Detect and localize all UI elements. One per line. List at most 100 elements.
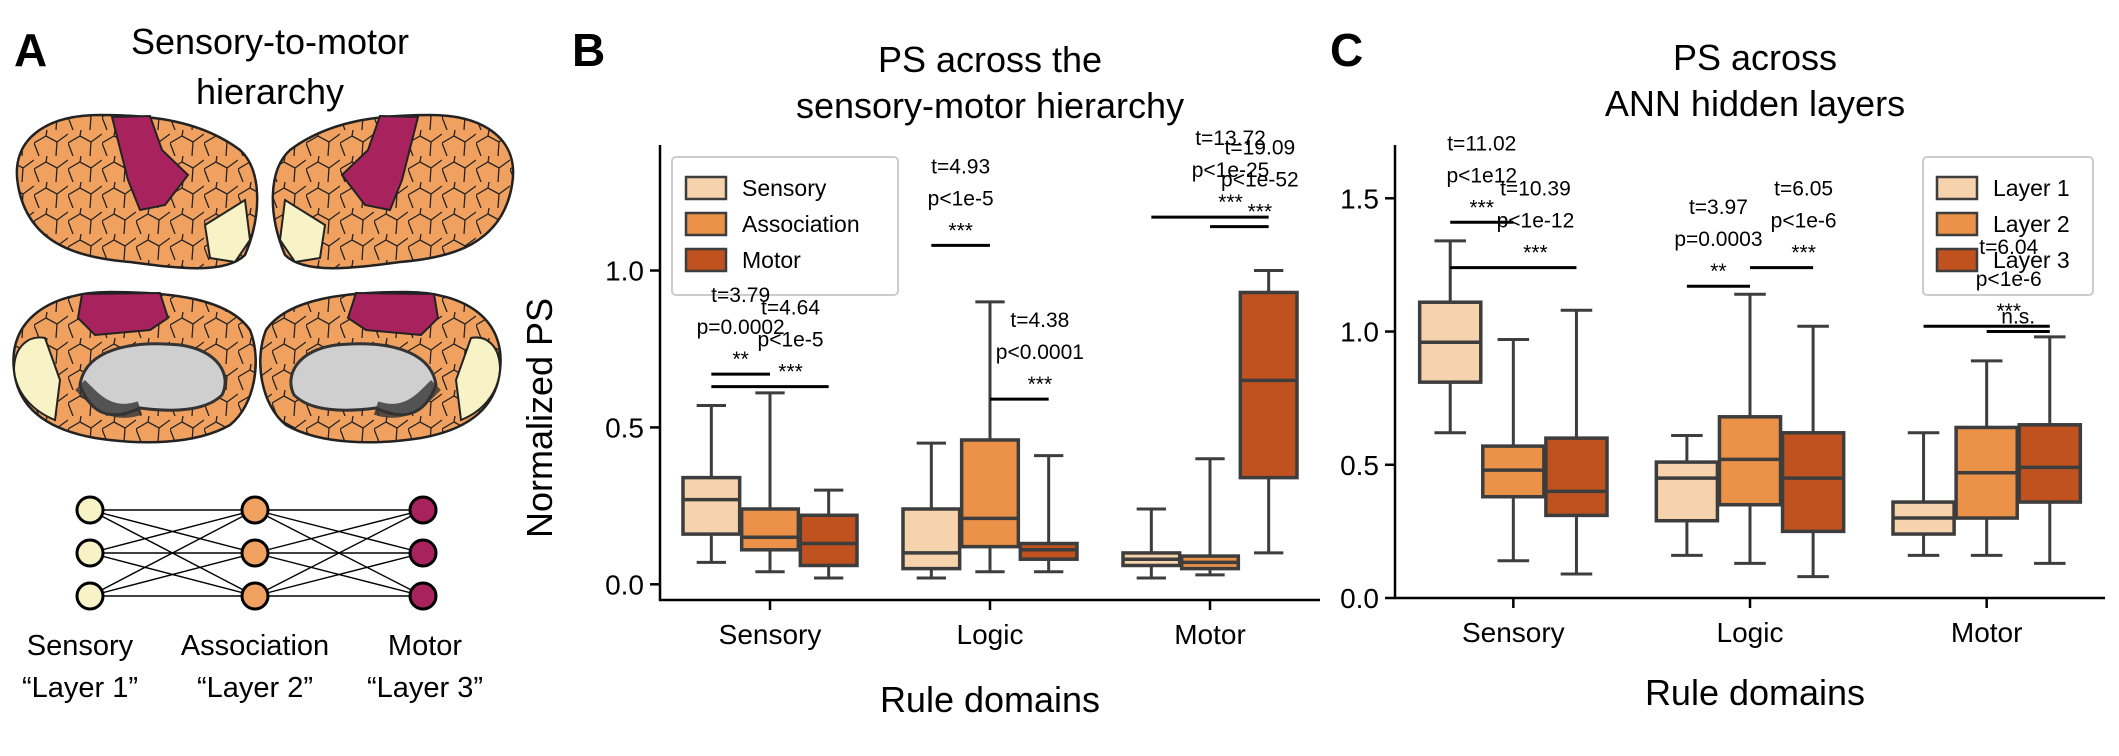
significance-stat: p<1e-12 xyxy=(1497,210,1575,233)
box-association xyxy=(959,300,1021,574)
box-association xyxy=(739,391,801,574)
significance-stat: t=4.38 xyxy=(1010,309,1069,332)
network-node xyxy=(408,538,438,568)
box-body xyxy=(2017,423,2083,504)
significance-stars: *** xyxy=(1996,300,2021,323)
significance-stat: p<1e-6 xyxy=(1771,210,1837,233)
box-body xyxy=(1544,436,1609,518)
legend-label: Motor xyxy=(742,247,801,273)
box-layer-2 xyxy=(1954,359,2019,557)
box-motor xyxy=(798,488,859,580)
box-layer-3 xyxy=(2017,335,2083,565)
legend-swatch xyxy=(1935,175,1979,201)
significance-stars: *** xyxy=(948,219,973,242)
box-body xyxy=(739,507,801,552)
significance-annotation: n.s. xyxy=(1986,306,2050,334)
network-edge xyxy=(89,509,256,554)
y-tick-label: 1.0 xyxy=(605,256,644,287)
network-edge xyxy=(254,509,424,554)
panel-c-letter: C xyxy=(1330,24,1363,76)
label-sensory: Sensory xyxy=(27,630,134,662)
box-layer-1 xyxy=(1654,433,1720,557)
box-layer-3 xyxy=(1780,324,1846,579)
label-association-sub: “Layer 2” xyxy=(197,672,313,704)
legend-swatch xyxy=(1935,211,1979,237)
panel-c-title-line1: PS across xyxy=(1673,37,1837,78)
legend-frame xyxy=(671,156,899,296)
box-layer-1 xyxy=(1891,431,1956,557)
motor-cortex-medial-right xyxy=(346,291,440,337)
network-node xyxy=(408,581,438,611)
label-sensory-sub: “Layer 1” xyxy=(22,672,138,704)
significance-annotation: t=6.05p<1e-6*** xyxy=(1750,178,1837,270)
box-layer-2 xyxy=(1481,338,1546,563)
panel-a-title-line1: Sensory-to-motor xyxy=(131,21,409,62)
network-nodes xyxy=(75,495,438,611)
brain-medial-left xyxy=(12,290,257,444)
network-node xyxy=(408,495,438,525)
box-layer-3 xyxy=(1544,308,1609,576)
panel-a: A Sensory-to-motor hierarchy xyxy=(12,21,515,704)
significance-annotation: t=3.97p=0.0003** xyxy=(1674,196,1763,288)
network-edges xyxy=(89,509,424,597)
legend-label: Layer 1 xyxy=(1993,175,2070,201)
significance-stars: ** xyxy=(732,348,748,371)
significance-stars: *** xyxy=(778,361,803,384)
panel-c-title-line2: ANN hidden layers xyxy=(1605,83,1905,124)
significance-stars: *** xyxy=(1028,373,1053,396)
significance-annotation: t=4.38 p<0.0001 *** xyxy=(990,309,1084,401)
network-node xyxy=(240,495,270,525)
y-tick-label: 0.0 xyxy=(1340,583,1379,614)
significance-annotation: t=4.64p<1e-5*** xyxy=(711,297,829,389)
motor-cortex-lateral-left xyxy=(110,114,190,212)
significance-annotation: t=19.09p<1e-52*** xyxy=(1210,137,1299,229)
legend-label: Sensory xyxy=(742,175,827,201)
significance-stat: t=4.93 xyxy=(931,155,990,178)
significance-stars: n.s. xyxy=(2001,306,2035,329)
legend-swatch xyxy=(684,247,728,273)
motor-cortex-lateral-right xyxy=(340,114,420,212)
panel-b-letter: B xyxy=(572,24,605,76)
brain-lateral-left xyxy=(15,113,259,270)
x-tick-label: Sensory xyxy=(1462,617,1565,648)
y-tick-label: 1.5 xyxy=(1340,183,1379,214)
box-body xyxy=(1238,290,1299,480)
brain-lateral-right xyxy=(271,113,515,270)
significance-annotation: t=10.39p<1e-12*** xyxy=(1450,178,1577,270)
panel-b-xlabel: Rule domains xyxy=(880,679,1100,720)
significance-stars: *** xyxy=(1470,196,1495,219)
panel-a-letter: A xyxy=(14,24,47,76)
y-tick-label: 0.5 xyxy=(605,412,644,443)
significance-stars: *** xyxy=(1791,242,1816,265)
network-node xyxy=(75,538,105,568)
label-association: Association xyxy=(181,630,329,662)
y-tick-label: 0.5 xyxy=(1340,450,1379,481)
box-body xyxy=(901,507,962,571)
motor-cortex-medial-left xyxy=(76,291,170,337)
visual-cortex-medial-left xyxy=(12,336,62,422)
significance-stat: p<1e-5 xyxy=(928,187,994,210)
panel-b-ylabel: Normalized PS xyxy=(519,298,560,538)
significance-stat: p=0.0002 xyxy=(697,316,785,339)
significance-stars: *** xyxy=(1218,191,1243,214)
panel-c-xlabel: Rule domains xyxy=(1645,672,1865,713)
panel-b-title-line2: sensory-motor hierarchy xyxy=(796,85,1184,126)
visual-cortex-lateral-right xyxy=(278,198,327,264)
legend-label: Layer 2 xyxy=(1993,211,2070,237)
box-layer-2 xyxy=(1717,292,1783,565)
label-motor-sub: “Layer 3” xyxy=(367,672,483,704)
box-body xyxy=(681,475,742,536)
x-tick-label: Motor xyxy=(1174,619,1246,650)
significance-stat: p=0.0003 xyxy=(1674,228,1762,251)
network-edge xyxy=(254,509,424,597)
box-motor xyxy=(1018,454,1079,574)
network-node xyxy=(240,581,270,611)
significance-stat: p<1e12 xyxy=(1446,164,1517,187)
significance-stat: p<0.0001 xyxy=(996,341,1084,364)
significance-annotation: t=13.72p<1e-25*** xyxy=(1151,127,1269,219)
significance-annotation: t=11.02 p<1e12 *** xyxy=(1446,132,1517,224)
box-sensory xyxy=(1121,507,1182,580)
significance-stat: t=11.02 xyxy=(1447,132,1516,155)
network-edge xyxy=(89,509,256,597)
